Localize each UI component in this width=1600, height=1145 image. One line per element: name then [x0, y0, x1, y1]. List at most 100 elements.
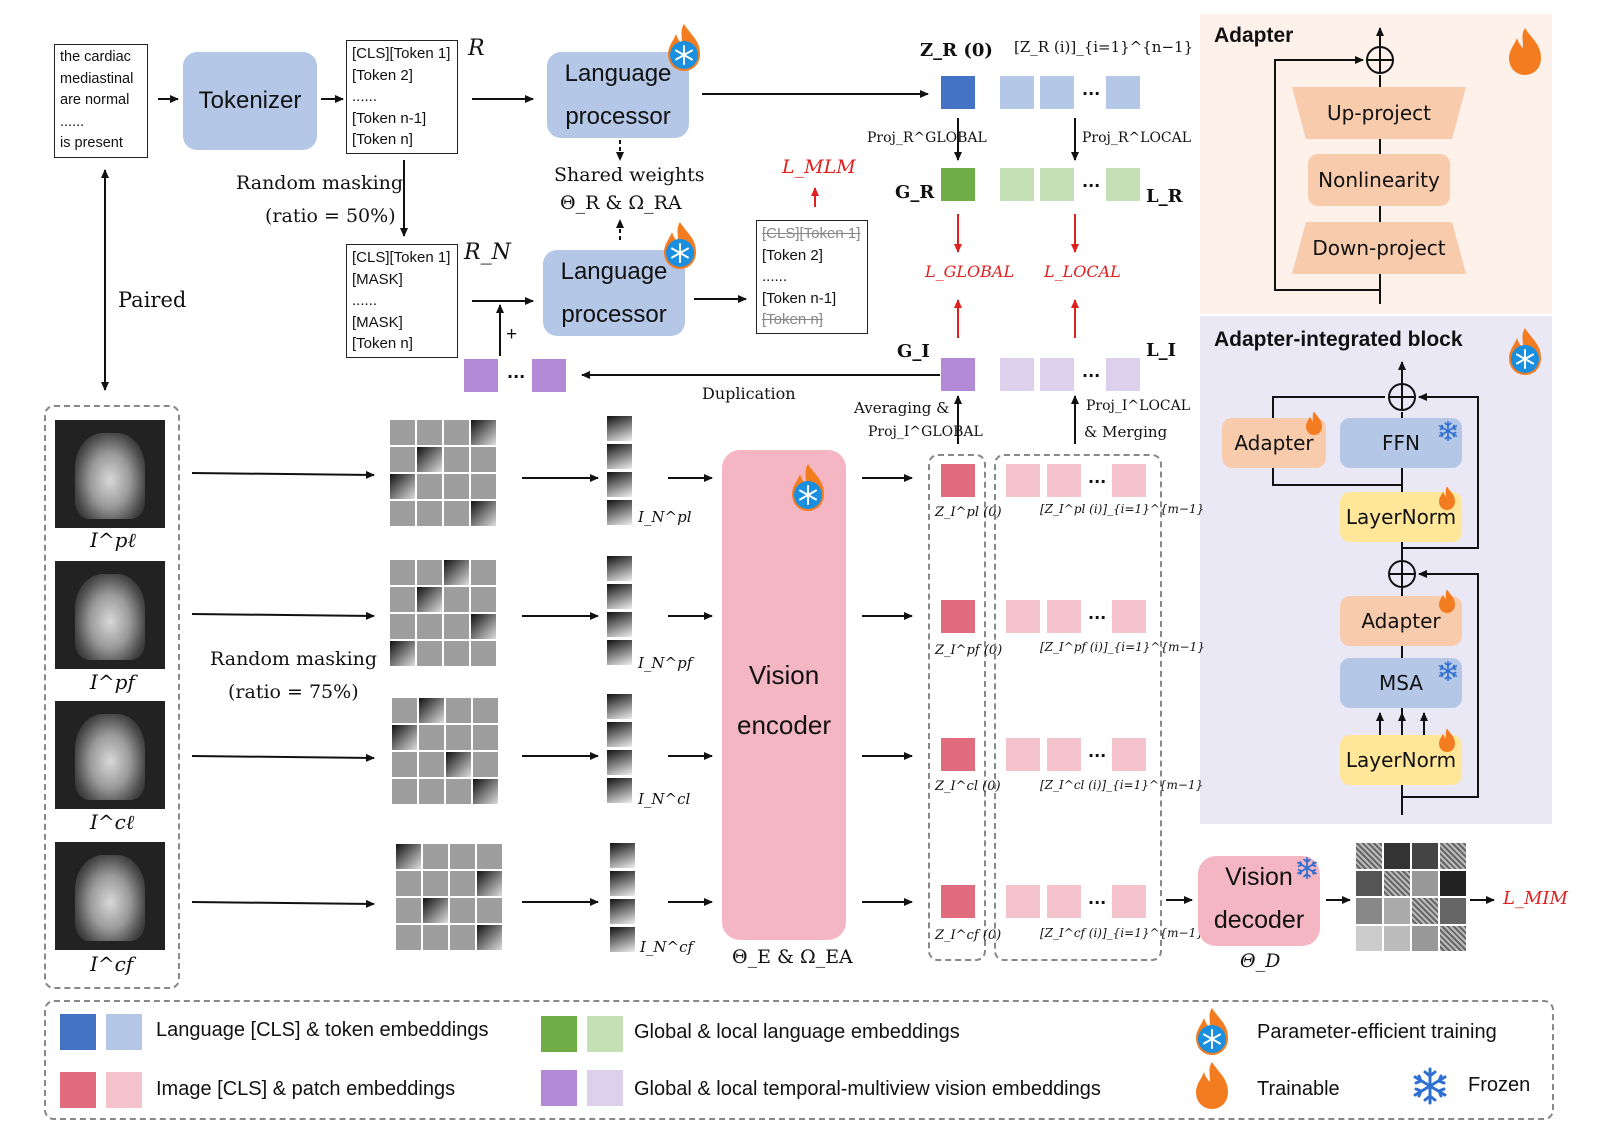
language-cls-embedding: [941, 76, 975, 109]
z-patch-label: [Z_I^cf (i)]_{i=1}^{m−1}: [1040, 926, 1204, 940]
fire-icon: [1437, 588, 1457, 614]
local-language-embedding: [1000, 168, 1034, 201]
out-line: [Token n]: [762, 311, 823, 328]
fire-snow-icon: [1192, 1006, 1232, 1056]
nonlinearity-label: Nonlinearity: [1318, 168, 1440, 192]
ellipsis: ...: [1082, 172, 1101, 191]
legend-swatch: [106, 1072, 142, 1108]
shared-weights-label: Shared weights: [554, 164, 705, 186]
masked-line: ......: [352, 292, 378, 309]
report-line: is present: [60, 135, 123, 151]
theta-E-label: Θ_E & Ω_EA: [732, 946, 853, 968]
out-line: [Token n-1]: [762, 289, 837, 307]
loss-local-label: L_LOCAL: [1044, 262, 1121, 281]
lp-line: Language: [564, 60, 672, 87]
masked-patch-grid: [390, 420, 496, 526]
masked-patch-grid: [390, 560, 496, 666]
image-patch-embedding: [1047, 600, 1081, 633]
local-vision-embedding: [1106, 358, 1140, 391]
z-cls-label: Z_I^pl (0): [935, 505, 1002, 520]
vision-encoder-line: Vision: [748, 660, 820, 690]
language-token-embedding: [1106, 76, 1140, 109]
R_N-label: R_N: [464, 240, 511, 265]
ellipsis: ...: [1082, 362, 1101, 381]
lp-line: processor: [561, 301, 667, 328]
z-cls-label: Z_I^cf (0): [935, 928, 1002, 943]
language-processor-bottom: Language processor: [543, 250, 685, 336]
vision-encoder-block: Vision encoder: [722, 450, 846, 940]
out-line: [CLS][Token 1]: [762, 225, 861, 242]
ellipsis: ...: [1082, 80, 1101, 99]
token-line: [Token 2]: [352, 66, 413, 84]
legend-swatch: [541, 1070, 577, 1106]
lp-line: Language: [560, 258, 668, 285]
legend-global-lang: Global & local language embeddings: [634, 1021, 960, 1043]
image-cls-embedding: [941, 600, 975, 633]
visible-patches: [607, 416, 632, 525]
legend-pe-training: Parameter-efficient training: [1257, 1021, 1497, 1043]
merging-label: & Merging: [1084, 423, 1168, 441]
averaging-label: Averaging &: [854, 399, 950, 417]
legend-frozen: Frozen: [1468, 1074, 1531, 1096]
image-patch-embedding: [1112, 738, 1146, 771]
image-label: I^cf: [90, 952, 134, 976]
block-panel-title: Adapter-integrated block: [1214, 328, 1463, 351]
fire-icon: [1505, 26, 1545, 76]
masked-image-label: I_N^cf: [640, 938, 694, 956]
snowflake-icon: [1295, 856, 1319, 880]
language-token-embedding: [1000, 76, 1034, 109]
masked-line: [Token n]: [352, 335, 413, 352]
global-vision-embedding: [532, 359, 566, 392]
adapter-panel-title: Adapter: [1214, 24, 1294, 47]
tokenizer-label: Tokenizer: [198, 87, 302, 114]
xray-image: [55, 842, 165, 950]
fire-icon: [1437, 485, 1457, 511]
masked-patch-grid: [396, 844, 502, 950]
legend-trainable: Trainable: [1257, 1078, 1340, 1100]
image-patch-embedding: [1006, 600, 1040, 633]
image-cls-embedding: [941, 464, 975, 497]
proj-local-I-label: Proj_I^LOCAL: [1086, 398, 1191, 414]
loss-global-label: L_GLOBAL: [925, 262, 1015, 281]
local-vision-embedding: [1040, 358, 1074, 391]
vision-decoder-block: Vision decoder: [1198, 856, 1320, 946]
masked-token-box: [CLS][Token 1] [MASK] ...... [MASK] [Tok…: [346, 244, 458, 358]
global-vision-embedding: [464, 359, 498, 392]
token-line: ......: [352, 88, 378, 105]
z-cls-label: Z_I^pf (0): [935, 643, 1003, 658]
xray-image: [55, 420, 165, 528]
token-line: [Token n]: [352, 131, 413, 148]
duplication-label: Duplication: [702, 384, 796, 403]
loss-mlm-label: L_MLM: [782, 156, 856, 178]
G-I-label: G_I: [897, 341, 930, 362]
report-line: mediastinal: [60, 70, 134, 87]
legend-swatch: [60, 1014, 96, 1050]
proj-global-R-label: Proj_R^GLOBAL: [867, 130, 987, 146]
legend-swatch: [541, 1016, 577, 1052]
proj-global-I-label: Proj_I^GLOBAL: [868, 424, 983, 440]
legend-lang-cls: Language [CLS] & token embeddings: [156, 1019, 489, 1041]
Z-R0-label: Z_R (0): [920, 40, 993, 61]
masked-line: [CLS][Token 1]: [352, 249, 451, 266]
random-masking-img-label: Random masking: [210, 648, 378, 670]
plus-label: +: [506, 324, 518, 345]
up-project-label: Up-project: [1327, 101, 1431, 125]
out-line: [Token 2]: [762, 246, 823, 264]
ffn-label: FFN: [1382, 431, 1420, 455]
ellipsis: ...: [507, 363, 526, 382]
masked-image-label: I_N^cl: [638, 790, 691, 808]
R-label: R: [468, 36, 485, 61]
layernorm-label-top: LayerNorm: [1345, 505, 1457, 529]
cls-embeddings-group: [928, 454, 986, 961]
adapter-label-top: Adapter: [1234, 431, 1314, 455]
local-language-embedding: [1040, 168, 1074, 201]
report-text-box: the cardiac mediastinal are normal .....…: [54, 44, 148, 158]
snowflake-icon: [1437, 420, 1459, 442]
masked-line: [MASK]: [352, 270, 403, 288]
visible-patches: [607, 694, 632, 803]
vision-decoder-line: Vision: [1225, 863, 1293, 891]
visible-patches: [607, 556, 632, 665]
reconstructed-image: [1356, 843, 1466, 951]
report-line: are normal: [60, 92, 130, 108]
ellipsis: ...: [1088, 604, 1107, 623]
